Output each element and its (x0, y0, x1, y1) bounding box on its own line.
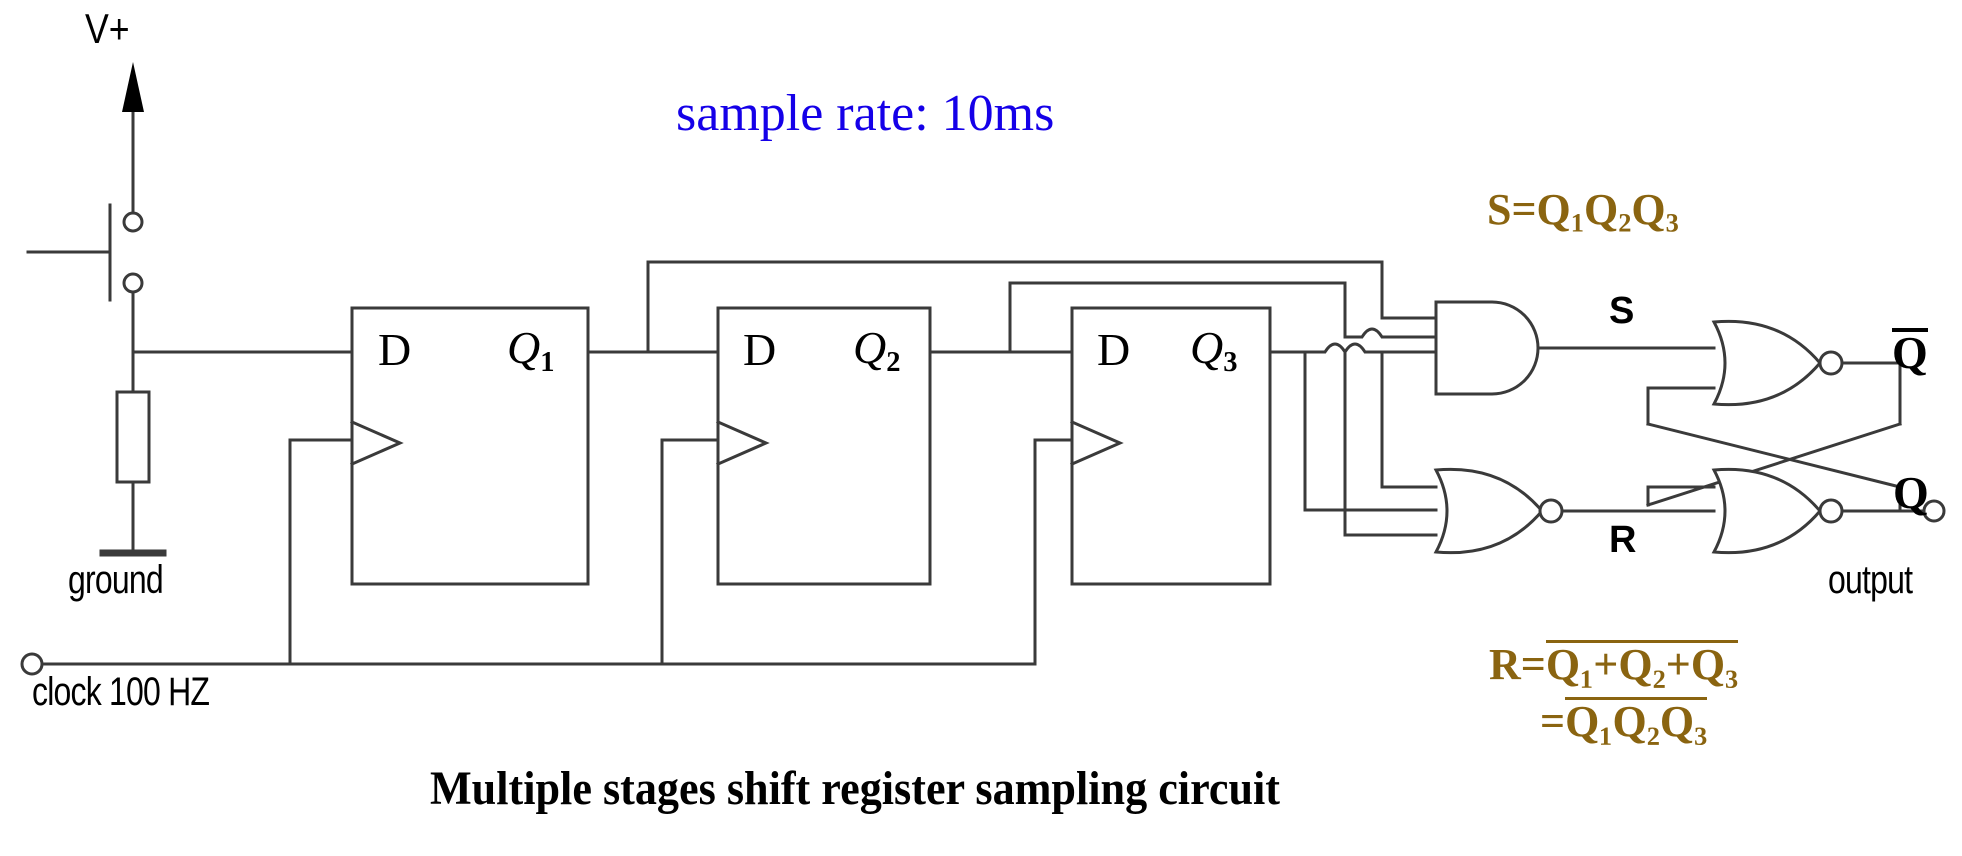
set-equation: S=Q1Q2Q3 (1487, 185, 1679, 238)
clock-triangle-3 (1070, 420, 1124, 466)
reset-equation-line2: =Q₁Q₂Q₃ (1540, 696, 1708, 746)
flipflop-3-body[interactable] (1070, 306, 1272, 586)
ff3-d-label: D (1097, 324, 1131, 375)
latch-bottom-output-wire (1646, 422, 1927, 513)
output-terminal-label: output (1828, 558, 1913, 602)
switch-symbol (26, 203, 144, 302)
reset-equation-line1: R=Q₁+Q₂+Q₃ (1489, 639, 1739, 689)
ff1-q-label: Q1 (507, 322, 555, 378)
clock-triangle-1 (350, 420, 404, 466)
nor-gate-r-shape[interactable] (1433, 467, 1716, 555)
qbar-output-label: Q (1892, 327, 1928, 378)
node-wire-vertical (131, 290, 354, 394)
clock-label: clock 100 HZ (32, 670, 210, 714)
flipflop-2-body[interactable] (716, 306, 932, 586)
ground-label: ground (68, 558, 164, 602)
latch-bottom-input1-wire (1646, 485, 1716, 507)
q3-output-wire (1268, 342, 1438, 355)
supply-arrow-icon (122, 62, 144, 112)
r-signal-label: R (1609, 519, 1637, 561)
ff3-q-label: Q3 (1190, 322, 1238, 378)
latch-top-input2-wire (1646, 386, 1716, 426)
q2-to-and-wire (1343, 327, 1438, 339)
clock-wire (20, 438, 1074, 676)
supply-label: V+ (85, 5, 130, 52)
clock-triangle-2 (716, 420, 770, 466)
nor-gate-latch-bottom-shape[interactable] (1711, 467, 1844, 555)
nor-feed-verticals (1303, 350, 1438, 537)
nor-gate-latch-top-shape[interactable] (1711, 319, 1844, 407)
sample-rate-note: sample rate: 10ms (676, 85, 1055, 142)
figure-caption: Multiple stages shift register sampling … (430, 762, 1281, 815)
flipflop-1-body[interactable] (350, 306, 590, 586)
resistor-symbol (115, 390, 151, 554)
s-signal-label: S (1609, 290, 1635, 332)
q2-output-wire (928, 281, 1347, 354)
latch-top-output-wire (1646, 361, 1902, 507)
ff2-d-label: D (743, 324, 777, 375)
q-output-label: Q (1893, 467, 1929, 518)
and-gate-shape[interactable] (1434, 300, 1716, 396)
output-terminal-icon[interactable] (1922, 499, 1946, 523)
q1-output-wire (586, 260, 1384, 354)
ff1-d-label: D (378, 324, 412, 375)
ff2-q-label: Q2 (853, 322, 901, 378)
